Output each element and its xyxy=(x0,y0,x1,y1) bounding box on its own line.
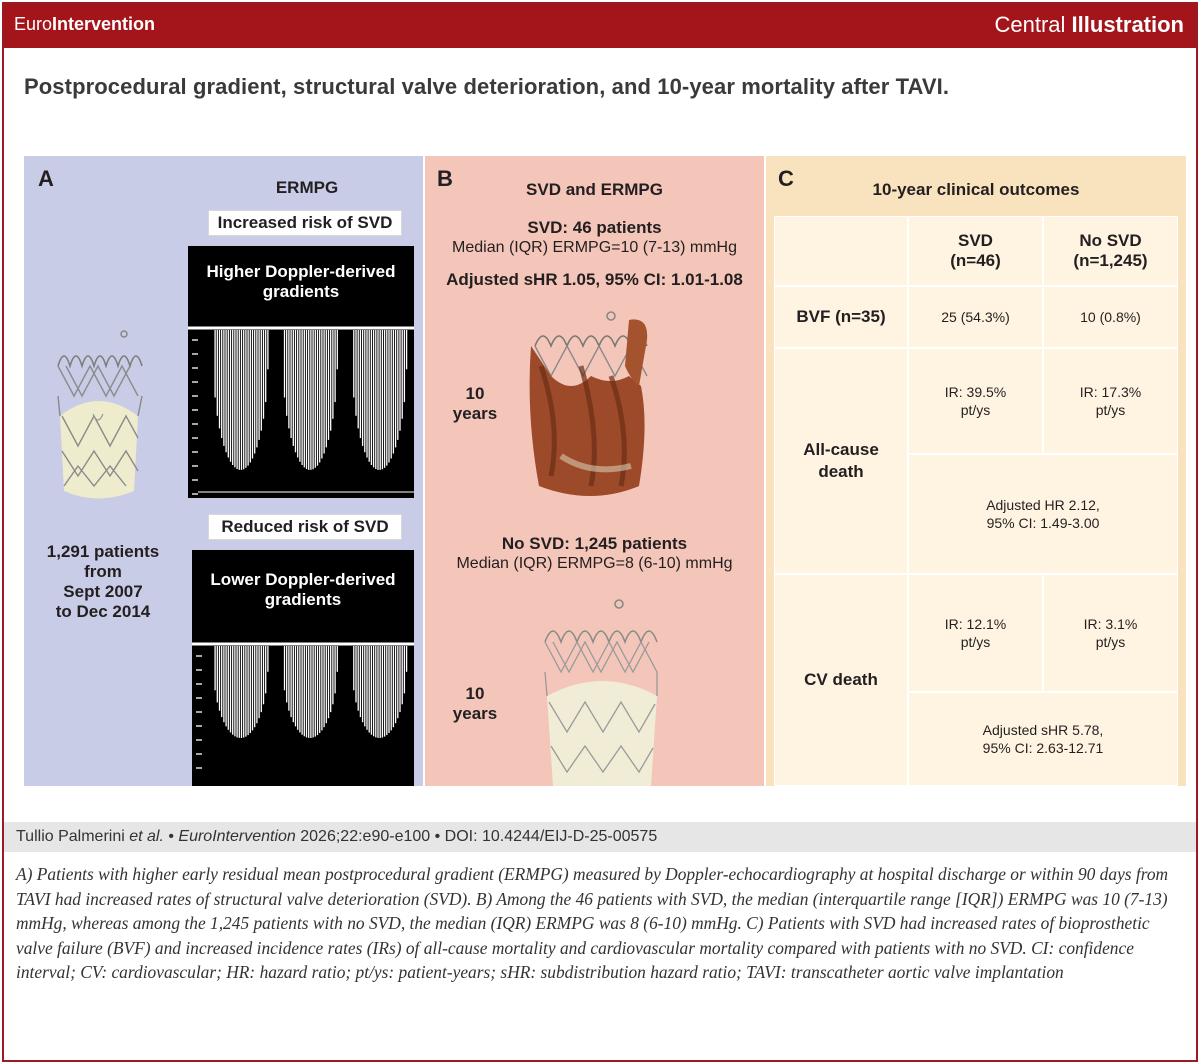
panel-c-label: C xyxy=(778,166,794,191)
figure-caption: A) Patients with higher early residual m… xyxy=(16,864,1169,983)
patients-count: 1,291 patients xyxy=(46,542,160,561)
outcomes-table: SVD(n=46) No SVD(n=1,245) BVF (n=35) 25 … xyxy=(774,216,1178,786)
citation-bar: Tullio Palmerini et al. • EuroInterventi… xyxy=(4,822,1196,852)
patients-from: from xyxy=(84,562,122,581)
panel-c: C 10-year clinical outcomes SVD(n=46) No… xyxy=(766,156,1186,786)
panel-b-label: B xyxy=(437,166,453,191)
figure-title: Postprocedural gradient, structural valv… xyxy=(24,74,950,99)
cv-adjusted-ci: 95% CI: 2.63-12.71 xyxy=(982,740,1104,756)
ac-ir-svd-unit: pt/ys xyxy=(960,402,991,418)
higher-doppler-label: Higher Doppler-derived gradients xyxy=(206,262,396,301)
years-word-2: years xyxy=(452,704,498,723)
svd-median: Median (IQR) ERMPG=10 (7-13) mmHg xyxy=(452,239,737,256)
nosvd-count: No SVD: 1,245 patients xyxy=(501,534,688,553)
doppler-lower-image: Lower Doppler-derived gradients xyxy=(192,550,414,786)
panel-b-title: SVD and ERMPG xyxy=(526,180,663,199)
citation-journal[interactable]: EuroIntervention xyxy=(178,828,296,845)
central-prefix: Central xyxy=(994,12,1072,37)
col-svd-n: (n=46) xyxy=(950,251,1001,270)
central-illustration-label: Central Illustration xyxy=(995,12,1185,38)
panel-b: B SVD and ERMPG SVD: 46 patients Median … xyxy=(425,156,764,786)
ermpg-heading: ERMPG xyxy=(275,178,339,197)
header-bar: EuroIntervention Central Illustration xyxy=(4,4,1196,48)
citation-separator: • xyxy=(163,828,179,845)
col-nosvd-label: No SVD xyxy=(1079,231,1142,250)
cv-ir-svd: IR: 12.1% pt/ys xyxy=(908,574,1043,692)
ac-adjusted-ci: 95% CI: 1.49-3.00 xyxy=(986,515,1100,531)
tavi-valve-icon xyxy=(57,330,143,499)
normal-valve-icon xyxy=(544,599,658,786)
panel-c-title: 10-year clinical outcomes xyxy=(872,180,1080,199)
allcause-line1: All-cause xyxy=(803,440,879,459)
years-number: 10 xyxy=(465,384,485,403)
cv-ir-svd-unit: pt/ys xyxy=(960,634,991,650)
row-header-cvdeath: CV death xyxy=(774,574,908,786)
degenerated-valve-icon xyxy=(529,311,648,496)
cv-ir-nosvd-unit: pt/ys xyxy=(1095,634,1126,650)
svd-years: 10 years xyxy=(445,384,505,424)
bvf-svd-value: 25 (54.3%) xyxy=(908,286,1043,348)
doppler-lower-waveform xyxy=(192,642,414,769)
allcause-ir-svd: IR: 39.5% pt/ys xyxy=(908,348,1043,454)
bvf-nosvd-value: 10 (0.8%) xyxy=(1043,286,1178,348)
cohort-description: 1,291 patients from Sept 2007 to Dec 201… xyxy=(28,542,178,622)
brand-prefix: Euro xyxy=(14,14,53,34)
citation-authors: Tullio Palmerini xyxy=(16,828,130,845)
ac-adjusted-hr: Adjusted HR 2.12, xyxy=(986,497,1100,513)
brand-bold: Intervention xyxy=(52,14,156,34)
doppler-higher-waveform xyxy=(188,326,414,495)
cv-adjusted: Adjusted sHR 5.78, 95% CI: 2.63-12.71 xyxy=(908,692,1178,786)
central-bold: Illustration xyxy=(1071,12,1184,37)
patients-start: Sept 2007 xyxy=(63,582,143,601)
allcause-adjusted: Adjusted HR 2.12, 95% CI: 1.49-3.00 xyxy=(908,454,1178,574)
ac-ir-nosvd-unit: pt/ys xyxy=(1095,402,1126,418)
row-header-bvf: BVF (n=35) xyxy=(774,286,908,348)
lower-doppler-label: Lower Doppler-derived gradients xyxy=(210,570,396,609)
doppler-higher-image: Higher Doppler-derived gradients xyxy=(188,246,414,498)
allcause-line2: death xyxy=(818,462,864,481)
cv-adjusted-shr: Adjusted sHR 5.78, xyxy=(982,722,1104,738)
col-header-svd: SVD(n=46) xyxy=(908,216,1043,286)
panel-a: A ERMPG Increased risk of SVD 1,291 pati… xyxy=(24,156,423,786)
svd-adjusted: Adjusted sHR 1.05, 95% CI: 1.01-1.08 xyxy=(446,270,743,289)
ac-ir-nosvd-value: IR: 17.3% xyxy=(1079,384,1142,400)
row-header-allcause: All-cause death xyxy=(774,348,908,574)
reduced-risk-label: Reduced risk of SVD xyxy=(208,514,402,540)
patients-end: to Dec 2014 xyxy=(55,602,151,621)
panel-a-label: A xyxy=(38,166,54,191)
cv-ir-nosvd: IR: 3.1% pt/ys xyxy=(1043,574,1178,692)
citation-etal: et al. xyxy=(129,828,164,845)
citation-reference[interactable]: 2026;22:e90-e100 • DOI: 10.4244/EIJ-D-25… xyxy=(295,828,658,845)
nosvd-years: 10 years xyxy=(445,684,505,724)
table-corner-cell xyxy=(774,216,908,286)
col-svd-label: SVD xyxy=(958,231,993,250)
years-word: years xyxy=(452,404,498,423)
col-nosvd-n: (n=1,245) xyxy=(1073,251,1148,270)
ac-ir-svd-value: IR: 39.5% xyxy=(944,384,1007,400)
svd-count: SVD: 46 patients xyxy=(527,218,662,237)
increased-risk-label: Increased risk of SVD xyxy=(208,210,402,236)
cv-ir-svd-value: IR: 12.1% xyxy=(944,616,1007,632)
cv-ir-nosvd-value: IR: 3.1% xyxy=(1083,616,1138,632)
allcause-ir-nosvd: IR: 17.3% pt/ys xyxy=(1043,348,1178,454)
col-header-nosvd: No SVD(n=1,245) xyxy=(1043,216,1178,286)
years-number-2: 10 xyxy=(465,684,485,703)
journal-brand[interactable]: EuroIntervention xyxy=(14,14,155,35)
nosvd-median: Median (IQR) ERMPG=8 (6-10) mmHg xyxy=(456,555,733,572)
